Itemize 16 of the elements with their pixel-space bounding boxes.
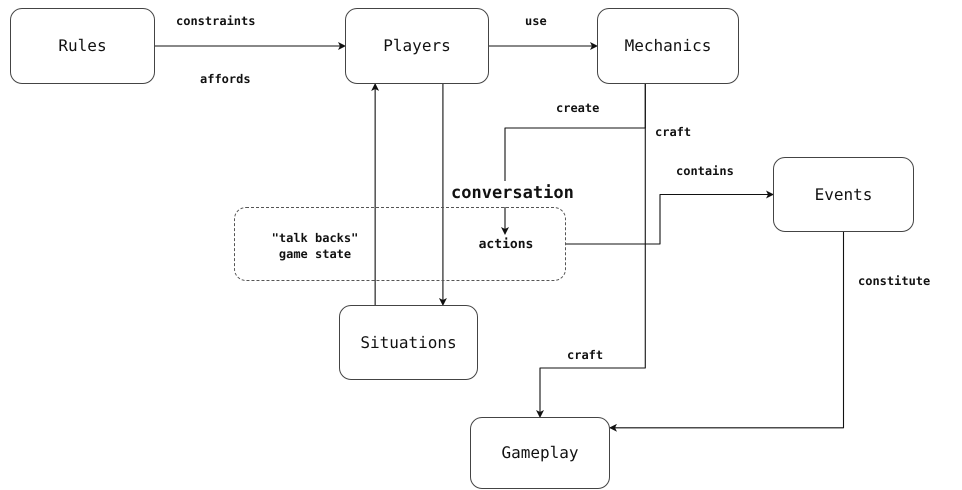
arrow (609, 232, 844, 432)
group-heading: conversation (451, 181, 574, 206)
arrow (438, 84, 447, 306)
rounded-box: Events (773, 157, 914, 232)
rounded-box: Rules (10, 8, 155, 84)
arrow (155, 42, 346, 50)
rounded-box: Players (345, 8, 489, 84)
arrow (489, 42, 598, 50)
node-text: "talk backs" game state (270, 230, 360, 262)
rounded-box: Gameplay (470, 417, 610, 489)
node-text: actions (471, 235, 541, 255)
arrow (536, 84, 646, 418)
rounded-box: Situations (339, 305, 478, 380)
arrow (566, 190, 774, 245)
rounded-box: Mechanics (597, 8, 739, 84)
arrow (371, 83, 380, 305)
